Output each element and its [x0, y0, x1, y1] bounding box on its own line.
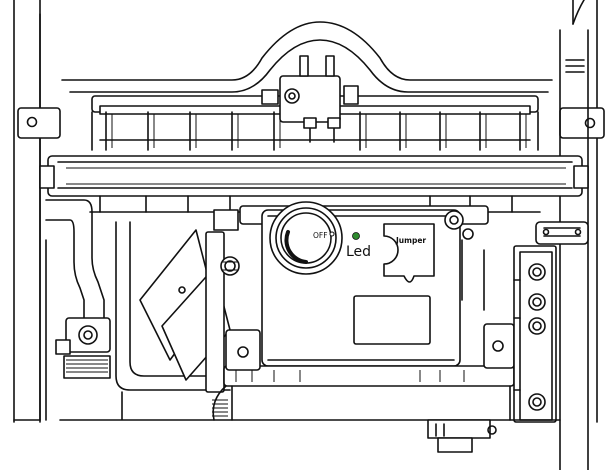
lower-tray	[212, 365, 515, 421]
jumper-area	[383, 223, 435, 283]
led-label: Led	[346, 244, 371, 260]
right-valve-block	[513, 221, 589, 423]
right-pipe	[559, 0, 589, 470]
control-knob	[269, 201, 343, 275]
top-arch-pipe	[61, 21, 553, 93]
frame	[13, 0, 598, 423]
tray-bracket-right	[483, 323, 515, 369]
left-water-pipe	[45, 199, 111, 421]
gas-manifold	[39, 155, 589, 197]
right-bracket	[559, 107, 605, 139]
led-dot-icon	[352, 232, 360, 240]
fan-housing	[115, 209, 240, 393]
knob-off-label: OFF	[313, 231, 328, 240]
bottom-lines	[59, 391, 561, 421]
gas-connection	[427, 419, 497, 453]
jumper-label: Jumper	[395, 236, 426, 245]
tray-bracket-left	[225, 329, 261, 371]
left-bracket	[17, 107, 61, 139]
ignition-electrode	[261, 55, 359, 143]
